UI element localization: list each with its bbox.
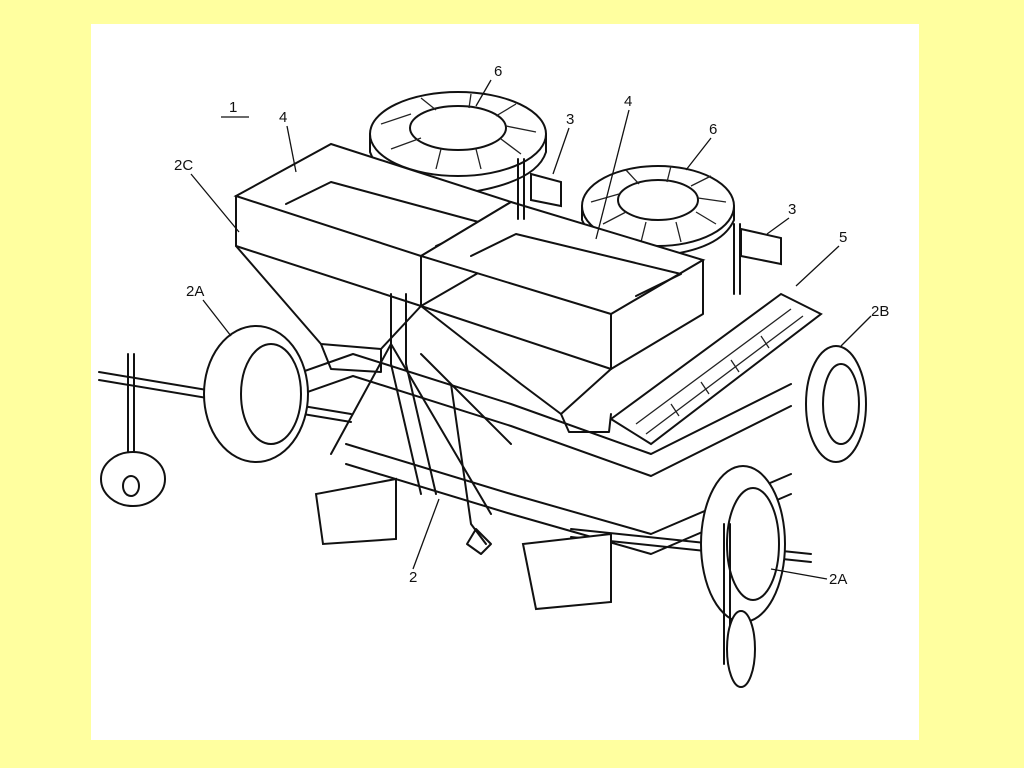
diagram-panel: 1 6 3 4 4 6 2C 3 5 2A 2B <box>91 24 919 740</box>
marker-left <box>100 353 166 507</box>
label-3-right: 3 <box>788 201 796 218</box>
label-6-right: 6 <box>709 121 717 138</box>
label-2c: 2C <box>174 157 193 174</box>
label-4-right: 4 <box>624 93 632 110</box>
wheel-front-right <box>700 465 786 623</box>
wheel-right-rear <box>805 345 867 463</box>
opener-right <box>521 532 612 611</box>
label-4-left: 4 <box>279 109 287 126</box>
wheel-left-rear <box>203 325 309 463</box>
shaft-left <box>517 158 525 220</box>
shaft-right <box>733 223 741 295</box>
label-6-left: 6 <box>494 63 502 80</box>
diagram-labels: 1 6 3 4 4 6 2C 3 5 2A 2B <box>174 63 889 588</box>
gearbox-left <box>530 172 562 208</box>
opener-left <box>314 477 397 546</box>
label-3-top: 3 <box>566 111 574 128</box>
label-5: 5 <box>839 229 847 246</box>
label-2a-left: 2A <box>186 283 204 300</box>
hopper-right <box>418 200 706 433</box>
disc-left <box>369 91 547 195</box>
label-2a-right: 2A <box>829 571 847 588</box>
marker-right <box>723 523 756 688</box>
chain-drive <box>609 292 823 446</box>
label-2b: 2B <box>871 303 889 320</box>
gearbox-right <box>740 227 782 266</box>
label-2: 2 <box>409 569 417 586</box>
planter-machine-drawing: 1 6 3 4 4 6 2C 3 5 2A 2B <box>98 63 889 688</box>
label-1: 1 <box>229 99 237 116</box>
hitch-bracket <box>466 528 492 555</box>
